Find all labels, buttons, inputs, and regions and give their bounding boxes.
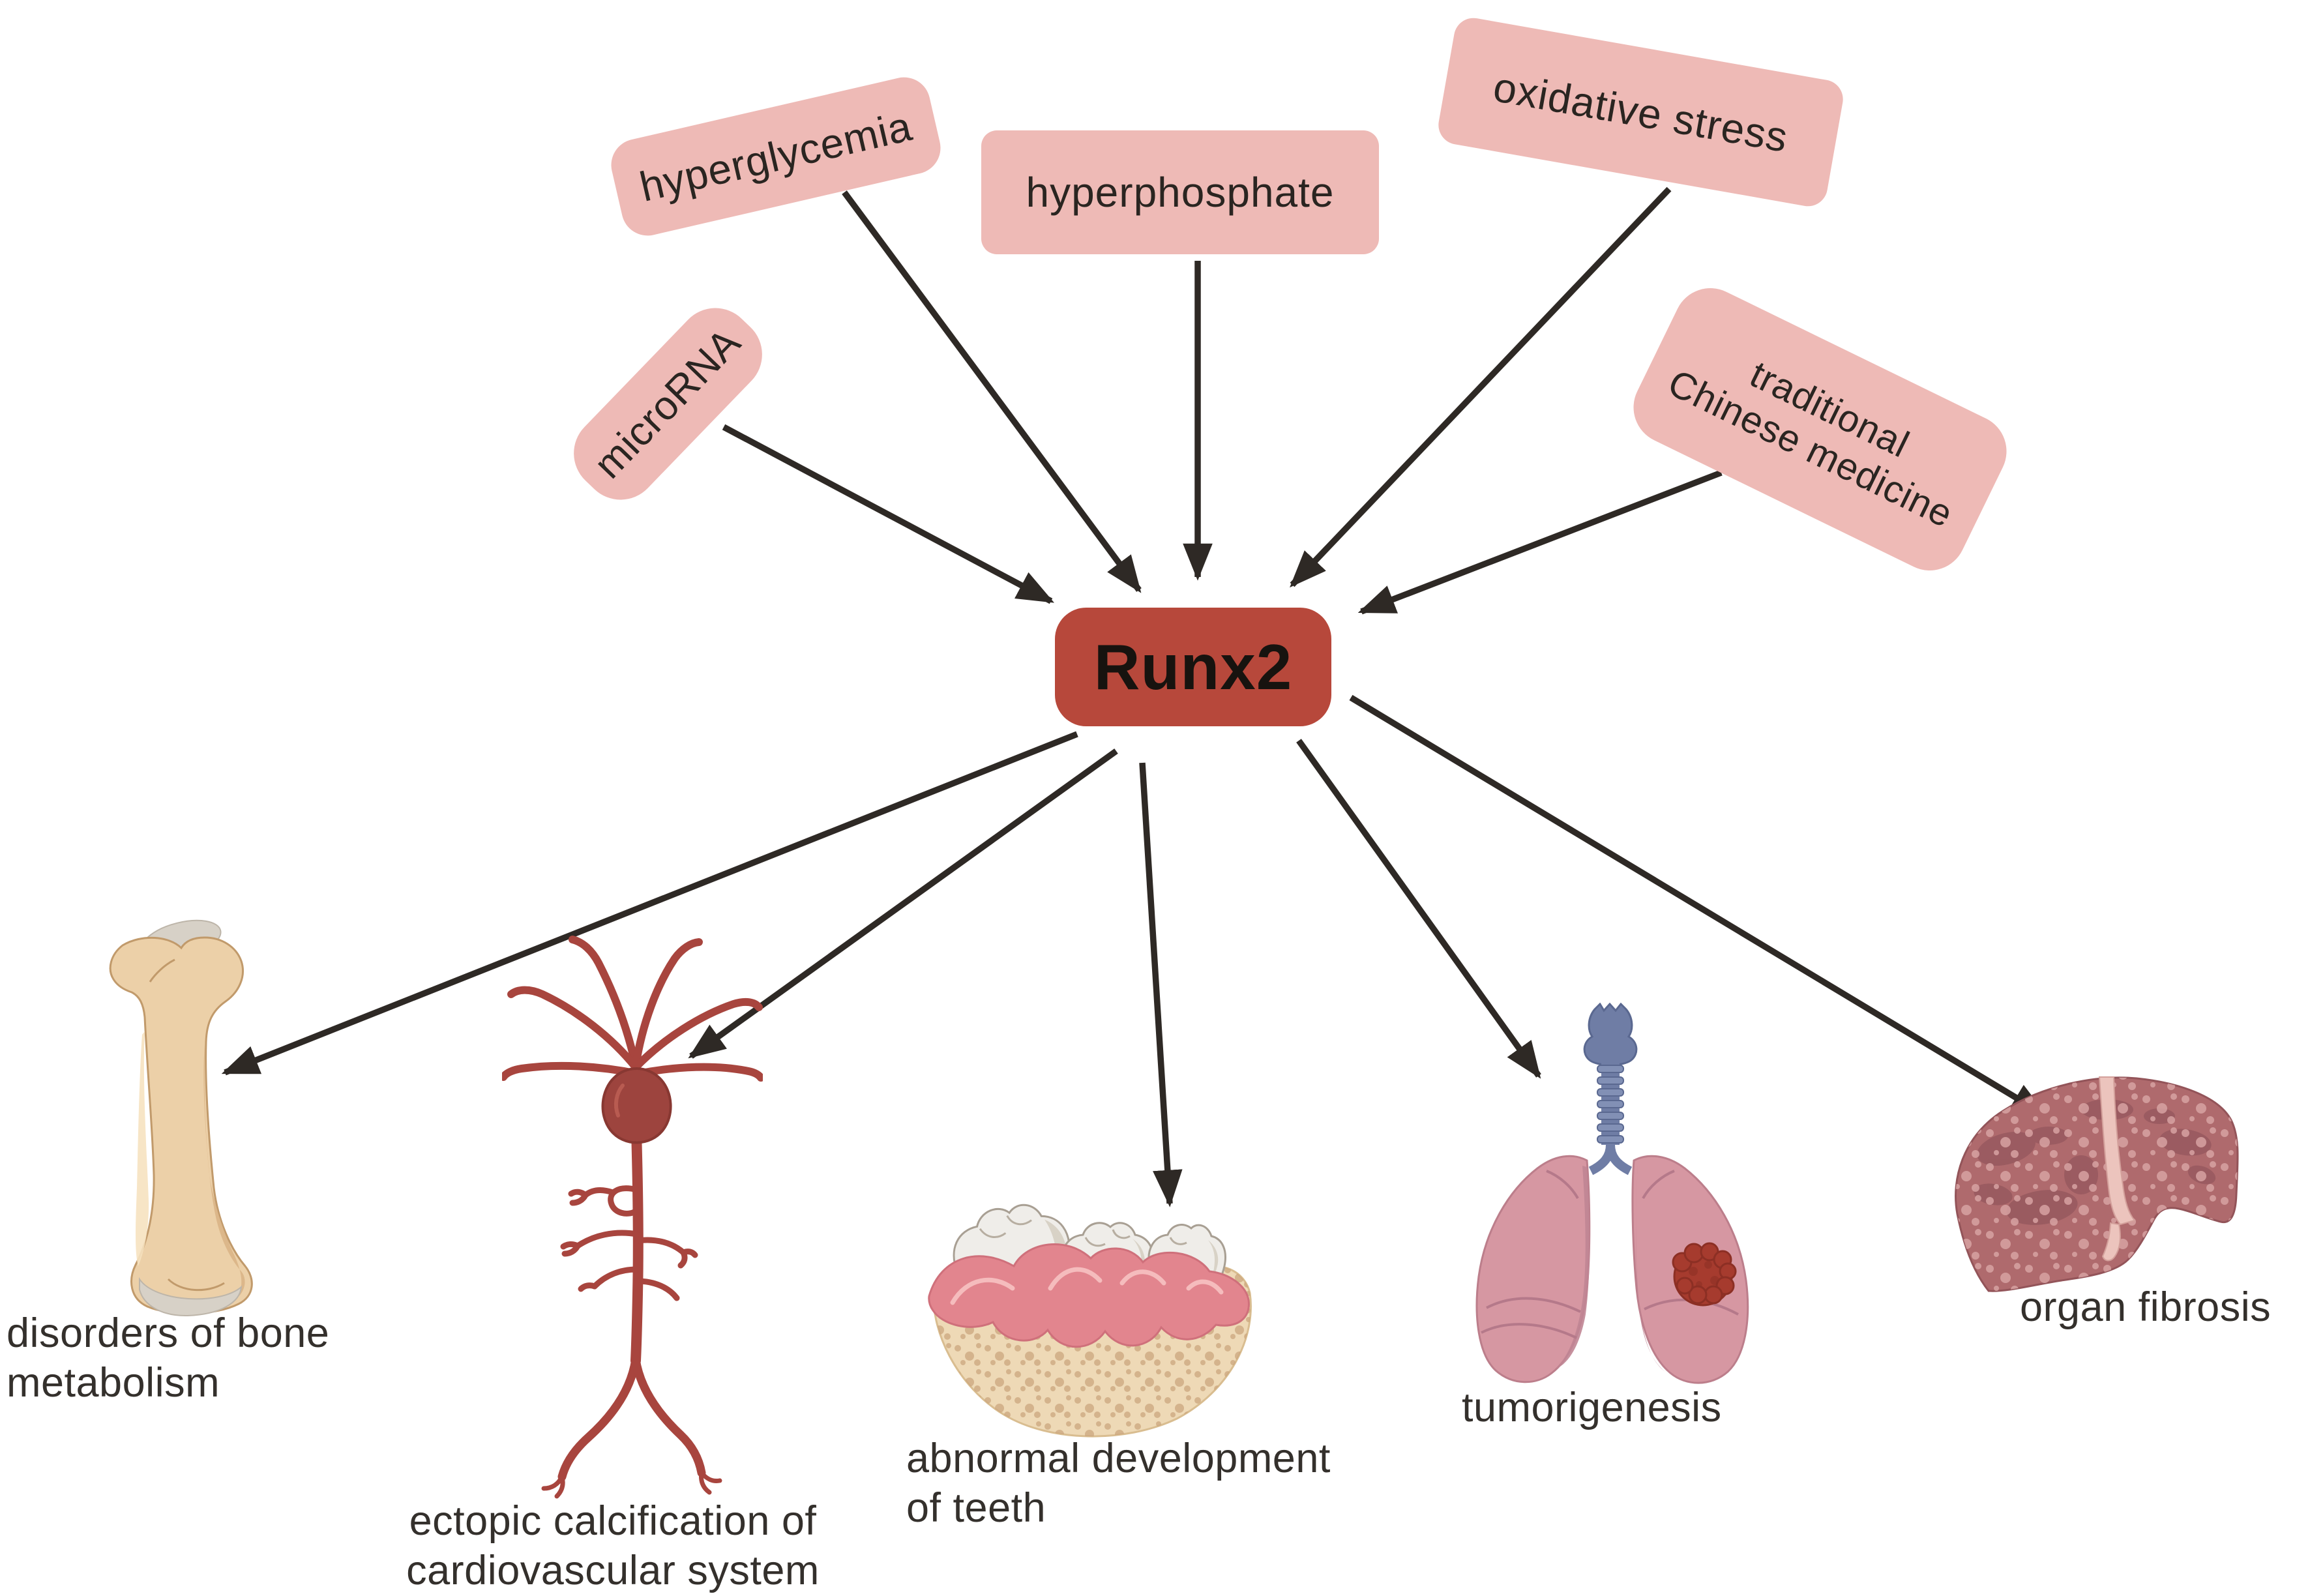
gum [928, 1243, 1250, 1348]
molar-teeth [953, 1204, 1226, 1310]
factor-box-oxidative-stress: oxidative stress [1435, 14, 1846, 210]
arrow-runx2-to-liver [1349, 694, 2048, 1118]
teeth-in-gum-icon [928, 1204, 1252, 1438]
arrow-tcm-to-runx2 [1357, 469, 1723, 615]
left-lung [1475, 1155, 1591, 1383]
arrow-runx2-to-cardiovascular [688, 748, 1118, 1059]
jaw-bone [932, 1254, 1252, 1438]
label-tumorigenesis: tumorigenesis [1462, 1385, 1722, 1430]
vascular-tree [502, 936, 763, 1499]
femur-bone-icon [109, 919, 253, 1317]
factor-box-hyperglycemia: hyperglycemia [606, 72, 946, 241]
right-lung [1631, 1155, 1749, 1384]
arrow-runx2-to-bone [221, 731, 1078, 1076]
fibrotic-liver-icon [1955, 1076, 2239, 1292]
label-organ-fibrosis: organ fibrosis [2020, 1284, 2272, 1330]
factor-box-hyperphosphate: hyperphosphate [981, 130, 1379, 254]
factor-box-traditional-chinese-medicine: traditional Chinese medicine [1621, 276, 2019, 583]
molar-tooth-right [1148, 1224, 1226, 1303]
arrow-microrna-to-runx2 [722, 424, 1055, 604]
central-node-runx2: Runx2 [1055, 608, 1331, 726]
label-disorders-of-bone-metabolism: disorders of bone metabolism [7, 1310, 330, 1406]
arrow-runx2-to-teeth [1139, 762, 1183, 1207]
liver-shapes [1955, 1076, 2239, 1292]
arrow-runx2-to-lungs [1296, 739, 1541, 1079]
heart-icon [601, 1067, 672, 1144]
femur-bone-shapes [109, 919, 253, 1317]
molar-tooth-middle [1060, 1222, 1155, 1309]
heart-vascular-tree-icon [502, 936, 763, 1499]
label-abnormal-development-of-teeth: abnormal development of teeth [906, 1436, 1331, 1531]
factor-box-microrna: microRNA [558, 292, 778, 516]
label-ectopic-calcification: ectopic calcification of cardiovascular … [406, 1498, 820, 1593]
falciform-ligament [2098, 1076, 2136, 1262]
tumor-icon [1672, 1242, 1737, 1307]
trachea [1583, 1003, 1638, 1175]
lungs-with-tumor-icon [1475, 1003, 1749, 1384]
molar-tooth-left [953, 1204, 1071, 1310]
